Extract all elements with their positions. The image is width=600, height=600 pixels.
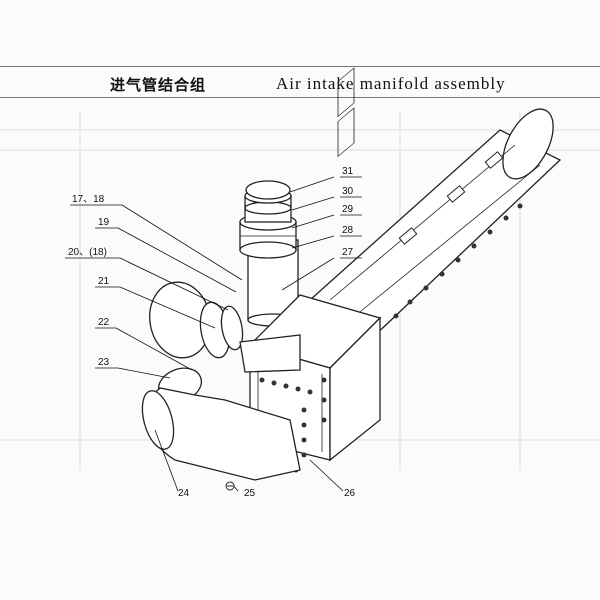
callout-21: 21 xyxy=(98,276,110,287)
side-inlet-and-elbow xyxy=(141,281,301,481)
title-underline xyxy=(0,97,600,98)
callout-17-18: 17、18 xyxy=(72,194,105,205)
callout-20-18: 20、(18) xyxy=(68,247,107,258)
leader-lines xyxy=(115,176,344,492)
box-flange-bolts xyxy=(259,377,327,473)
callout-19: 19 xyxy=(98,217,110,228)
callout-22: 22 xyxy=(98,317,110,328)
callout-27: 27 xyxy=(342,247,354,258)
callout-24: 24 xyxy=(178,488,190,499)
title-english: Air intake manifold assembly xyxy=(276,74,506,93)
manifold-pipe xyxy=(308,108,562,341)
top-border-line xyxy=(0,66,600,67)
callout-23: 23 xyxy=(98,357,110,368)
callout-25: 25 xyxy=(244,488,256,499)
callout-underlines xyxy=(65,176,362,369)
callout-28: 28 xyxy=(342,225,354,236)
bolt-25 xyxy=(225,481,235,491)
title-chinese: 进气管结合组 xyxy=(110,76,207,94)
callout-26: 26 xyxy=(344,488,356,499)
background-ghost-lines xyxy=(0,110,600,470)
callout-labels: 17、18 19 20、(18) 21 22 23 24 25 26 27 28… xyxy=(68,166,356,499)
manifold-bolts xyxy=(393,203,523,319)
pipe-clamps xyxy=(398,151,504,245)
callout-29: 29 xyxy=(342,204,354,215)
callout-31: 31 xyxy=(342,166,354,177)
callout-30: 30 xyxy=(342,186,354,197)
vertical-intake-tube xyxy=(239,180,299,327)
